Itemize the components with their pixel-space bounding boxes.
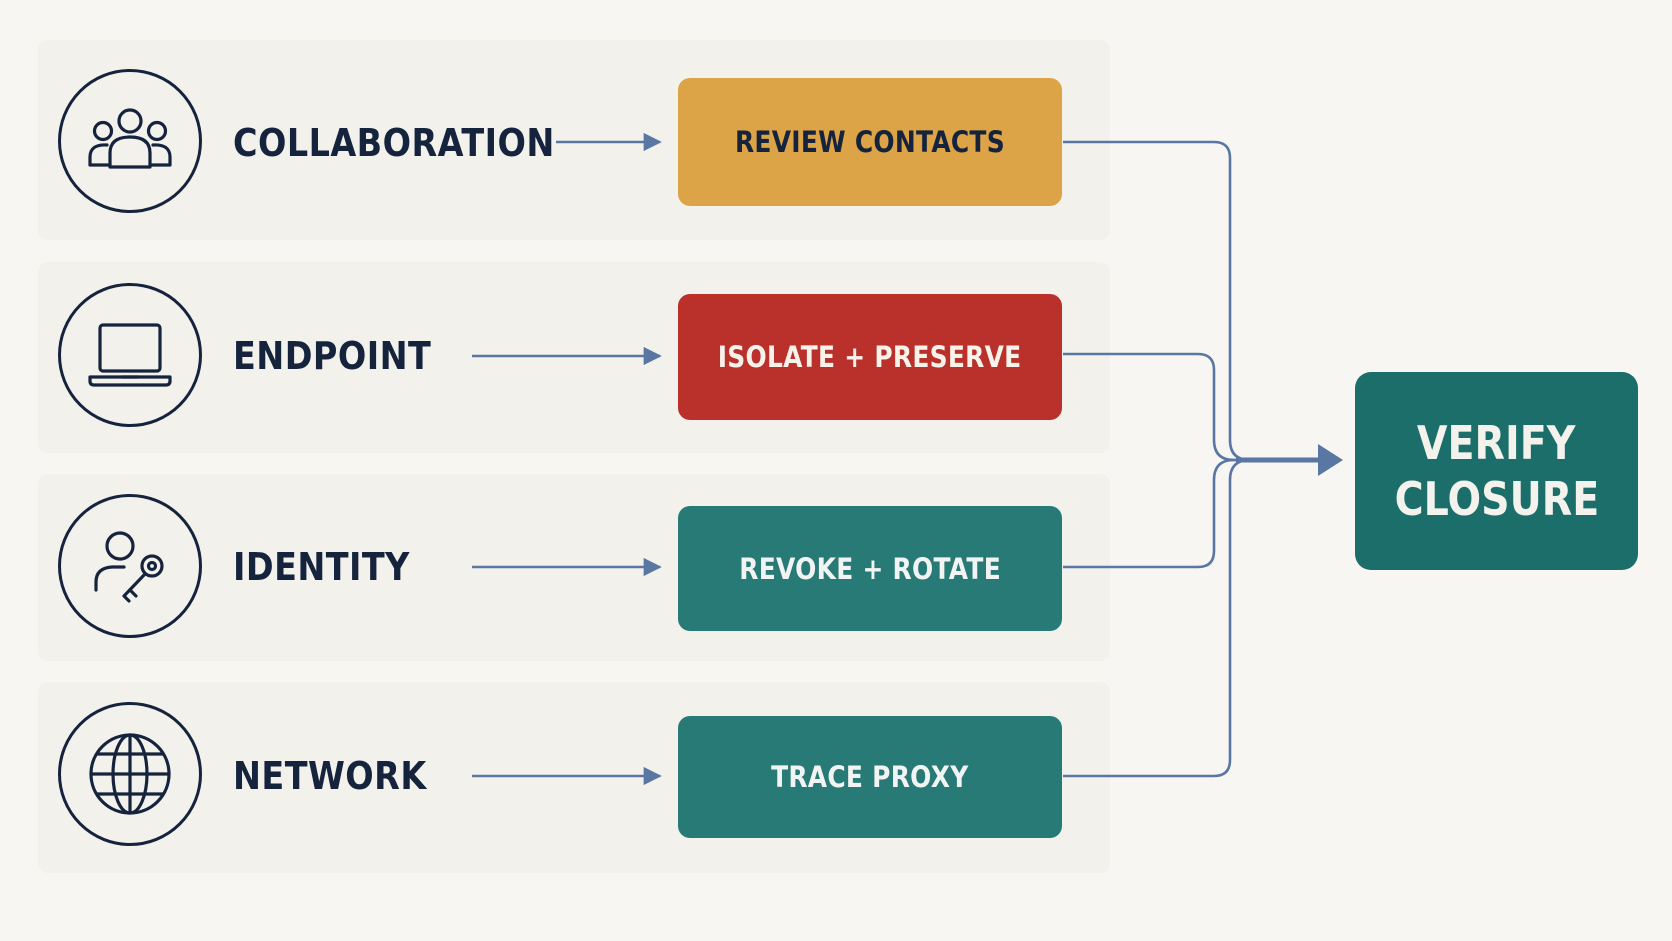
user-key-icon xyxy=(58,494,202,638)
category-label-identity: IDENTITY xyxy=(233,545,410,589)
action-label-revoke-rotate: REVOKE + ROTATE xyxy=(739,551,1001,586)
action-box-revoke-rotate: REVOKE + ROTATE xyxy=(678,506,1062,631)
connector-review-contacts xyxy=(1063,140,1310,462)
action-box-trace-proxy: TRACE PROXY xyxy=(678,716,1062,838)
connector-trace-proxy xyxy=(1063,458,1310,778)
action-label-review-contacts: REVIEW CONTACTS xyxy=(735,125,1005,159)
laptop-icon xyxy=(58,283,202,427)
action-box-isolate-preserve: ISOLATE + PRESERVE xyxy=(678,294,1062,420)
verify-closure-box: VERIFY CLOSURE xyxy=(1355,372,1638,570)
category-label-collaboration: COLLABORATION xyxy=(233,121,555,165)
action-label-isolate-preserve: ISOLATE + PRESERVE xyxy=(718,340,1022,374)
connector-revoke-rotate xyxy=(1063,458,1310,569)
verify-closure-line-2: CLOSURE xyxy=(1394,472,1599,526)
arrowhead-verify-closure xyxy=(1318,444,1343,476)
users-icon xyxy=(58,69,202,213)
category-label-endpoint: ENDPOINT xyxy=(233,334,432,378)
globe-icon xyxy=(58,702,202,846)
category-label-network: NETWORK xyxy=(233,754,427,798)
action-label-trace-proxy: TRACE PROXY xyxy=(771,760,969,794)
verify-closure-line-1: VERIFY xyxy=(1417,416,1576,470)
connector-isolate-preserve xyxy=(1063,352,1310,462)
action-box-review-contacts: REVIEW CONTACTS xyxy=(678,78,1062,206)
